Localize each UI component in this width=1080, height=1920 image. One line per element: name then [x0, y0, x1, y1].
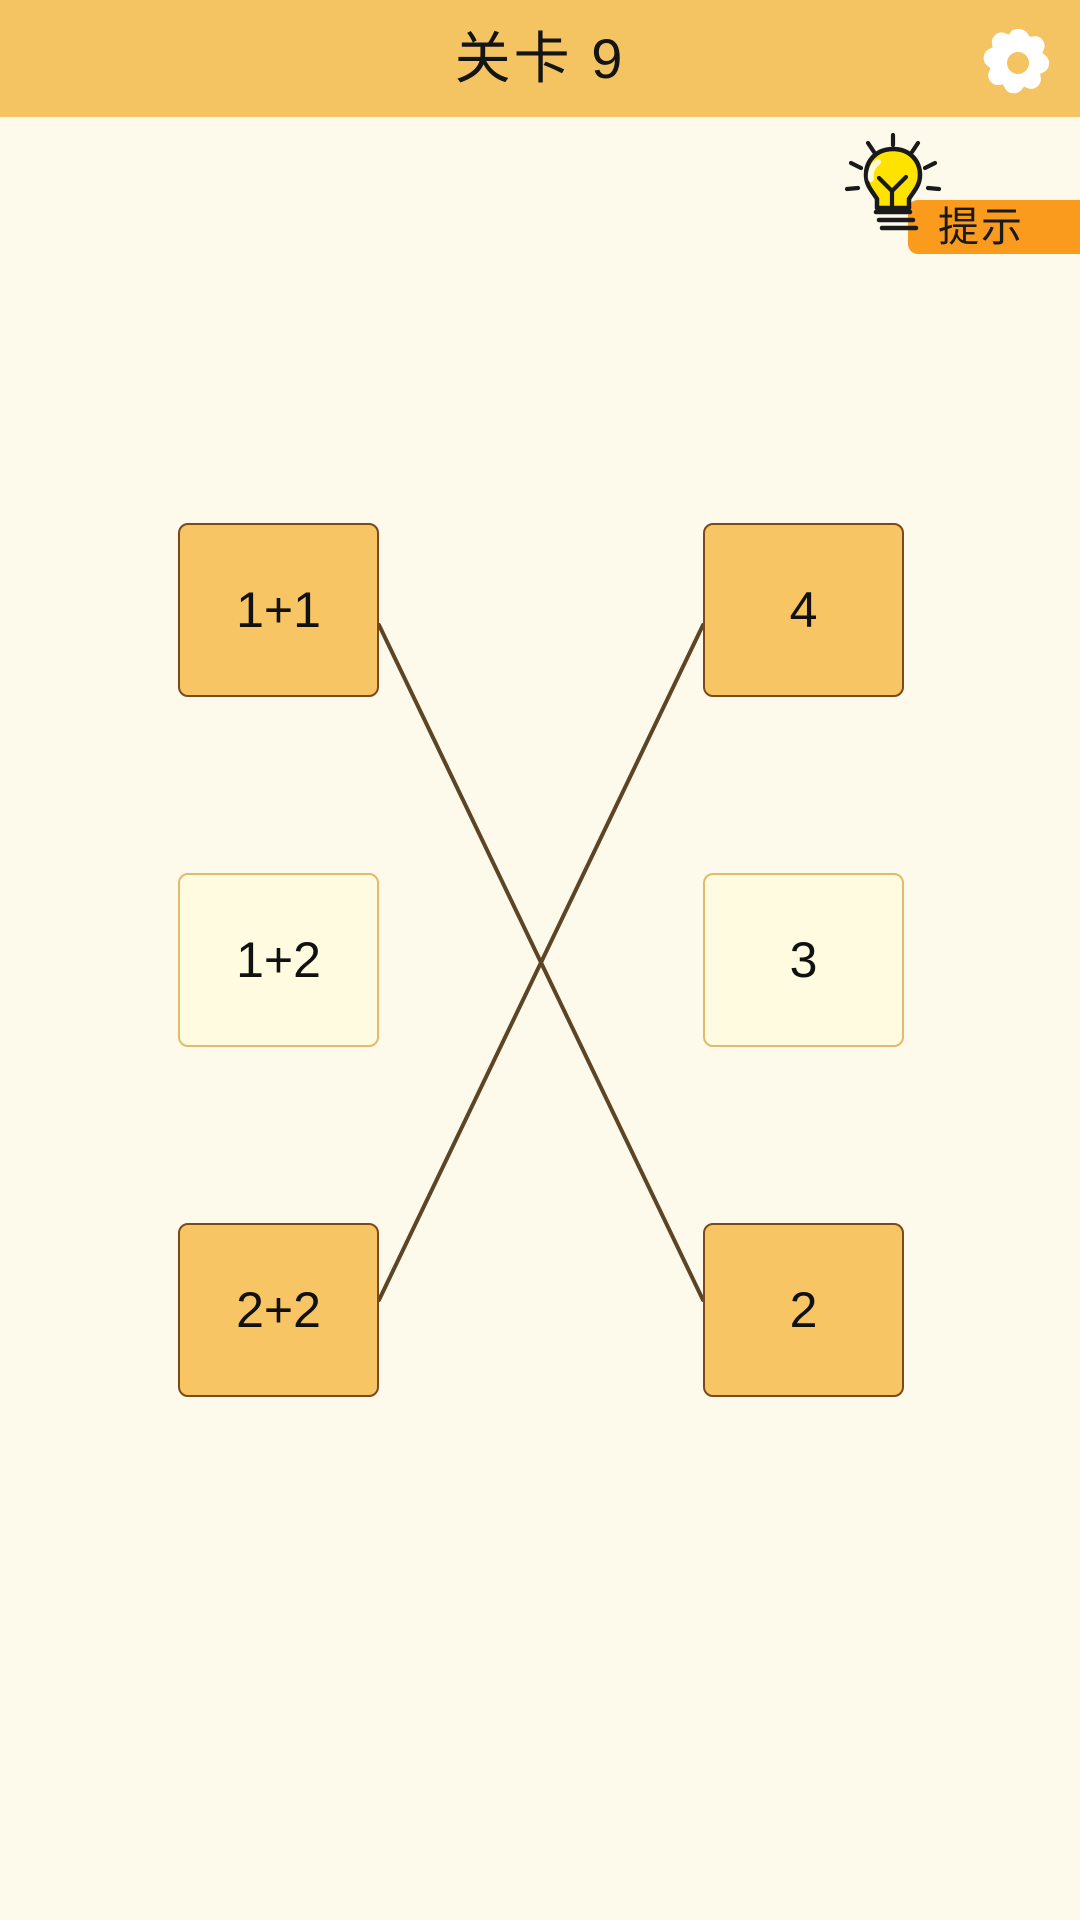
lightbulb-icon: [838, 132, 948, 242]
card-left-3[interactable]: 2+2: [178, 1223, 379, 1397]
hint-label: 提示: [938, 204, 1024, 250]
gear-icon: [983, 29, 1050, 94]
card-label: 2: [789, 1282, 818, 1338]
app-header: 关卡 9: [0, 0, 1080, 117]
card-left-2[interactable]: 1+2: [178, 873, 379, 1047]
card-right-2[interactable]: 3: [703, 873, 904, 1047]
card-label: 3: [789, 932, 818, 988]
hint-panel-background: [908, 200, 1080, 254]
card-label: 1+1: [236, 582, 321, 638]
connection-line-2: [377, 623, 705, 1302]
card-left-1[interactable]: 1+1: [178, 523, 379, 697]
connection-line-1: [377, 623, 705, 1302]
settings-button[interactable]: [968, 13, 1068, 113]
card-right-3[interactable]: 2: [703, 1223, 904, 1397]
hint-button[interactable]: 提示: [838, 132, 1080, 258]
card-right-1[interactable]: 4: [703, 523, 904, 697]
card-label: 2+2: [236, 1282, 321, 1338]
card-label: 4: [789, 582, 818, 638]
card-label: 1+2: [236, 932, 321, 988]
page-title: 关卡 9: [454, 27, 626, 90]
